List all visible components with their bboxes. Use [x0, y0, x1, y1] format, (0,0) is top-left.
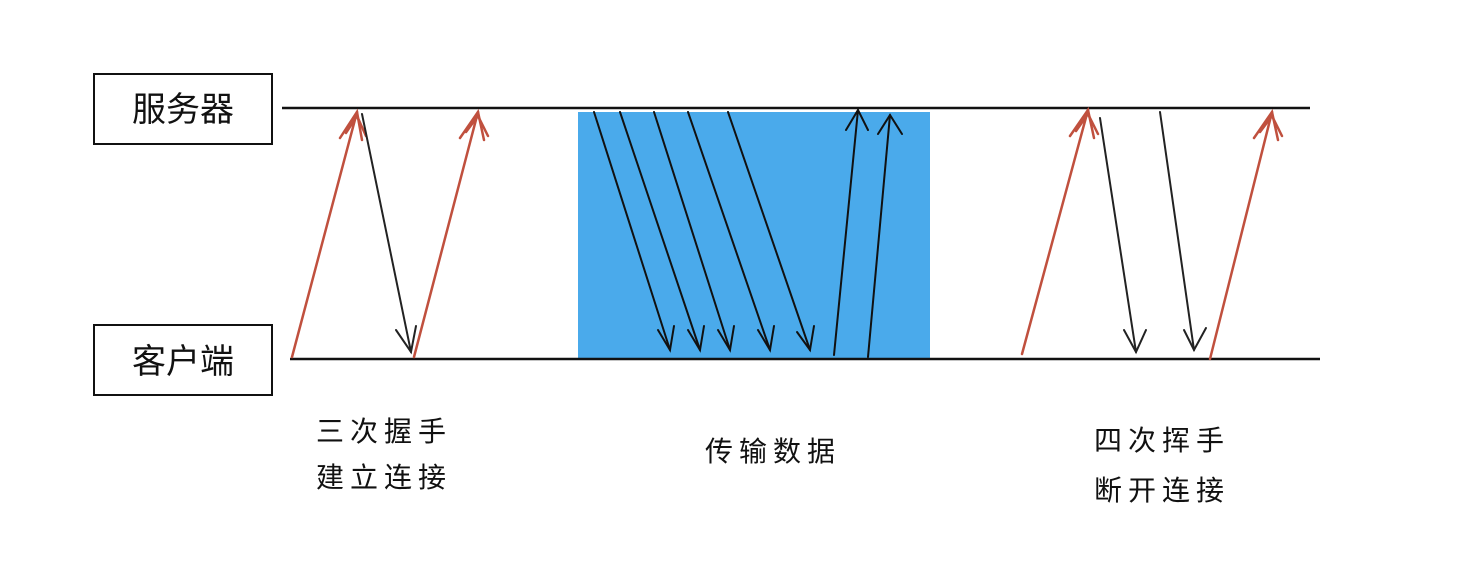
- data-ack-arrow-2: [867, 113, 903, 358]
- client-node: 客户端: [93, 324, 273, 396]
- data-arrow-3: [653, 111, 735, 353]
- data-arrow-5: [727, 111, 815, 353]
- wave-arrows: [1020, 106, 1284, 361]
- wave-arrow-fin-server: [1159, 111, 1207, 353]
- data-arrow-2: [619, 111, 705, 353]
- data-transfer-area: [578, 112, 930, 358]
- data-ack-arrow-1: [833, 107, 869, 356]
- data-arrows: [593, 107, 903, 358]
- wave-arrow-fin-client: [1020, 106, 1100, 356]
- handshake-label: 三次握手 建立连接: [316, 415, 452, 494]
- server-node: 服务器: [93, 73, 273, 145]
- handshake-arrow-syn: [290, 108, 368, 359]
- wave-label-line1: 四次挥手: [1094, 424, 1230, 457]
- server-label: 服务器: [132, 90, 234, 130]
- handshake-arrows: [290, 108, 490, 359]
- handshake-label-line1: 三次握手: [316, 415, 452, 448]
- handshake-arrow-syn-ack: [361, 113, 417, 355]
- wave-arrow-ack-client: [1208, 108, 1284, 361]
- wave-label: 四次挥手 断开连接: [1094, 424, 1230, 507]
- data-arrow-1: [593, 111, 675, 353]
- wave-label-line2: 断开连接: [1094, 474, 1230, 507]
- handshake-arrow-ack: [412, 108, 490, 359]
- transfer-label: 传输数据: [705, 435, 841, 468]
- wave-arrow-ack-server: [1099, 117, 1147, 355]
- handshake-label-line2: 建立连接: [316, 461, 452, 494]
- client-label: 客户端: [132, 342, 234, 382]
- data-arrow-4: [687, 111, 775, 353]
